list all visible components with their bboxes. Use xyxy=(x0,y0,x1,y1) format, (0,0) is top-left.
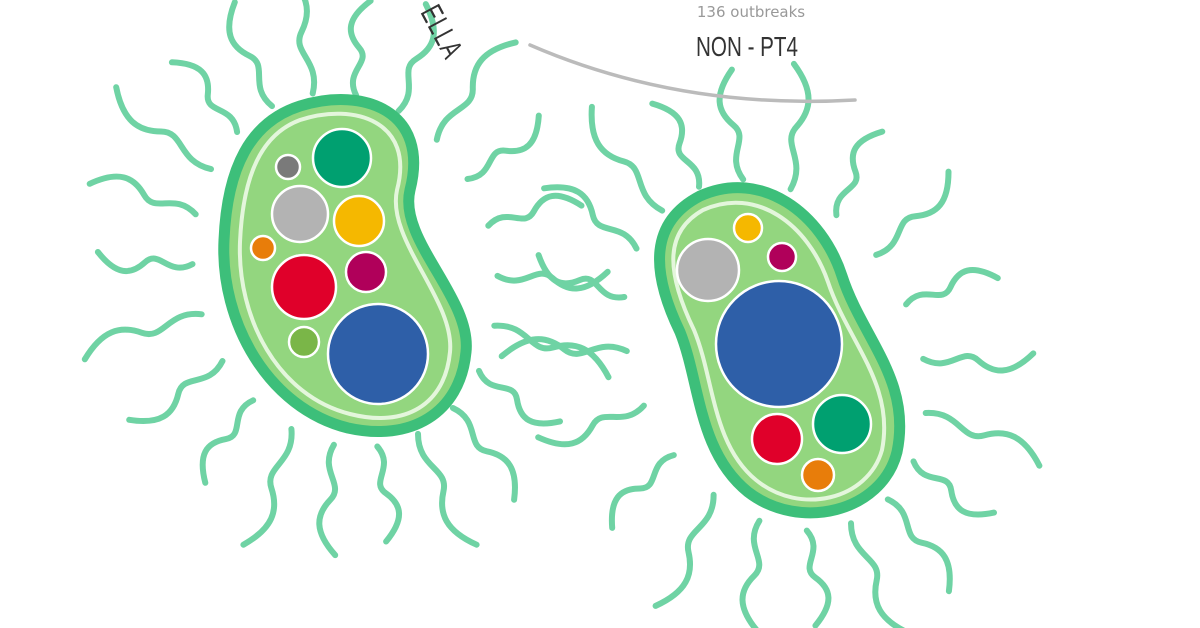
orange-circle xyxy=(249,234,277,262)
flagellum xyxy=(922,409,1043,469)
flagellum xyxy=(739,517,763,628)
flagellum xyxy=(541,184,640,252)
flagellum xyxy=(903,267,1001,308)
magenta-circle xyxy=(344,250,388,294)
flagella xyxy=(81,0,1043,628)
flagellum xyxy=(316,441,339,559)
flagellum xyxy=(485,192,585,229)
outbreak-arc xyxy=(528,43,857,104)
flagellum xyxy=(168,59,241,135)
outbreak-count: 136 outbreaks xyxy=(697,3,805,21)
flagellum xyxy=(787,60,812,193)
blue-circle xyxy=(326,302,430,406)
olive-circle xyxy=(287,325,321,359)
flagellum xyxy=(884,496,953,595)
flagellum xyxy=(608,452,677,531)
flagellum xyxy=(347,0,374,99)
blue-circle xyxy=(714,279,844,409)
flagellum xyxy=(94,249,196,274)
flagellum xyxy=(86,173,199,218)
flagellum xyxy=(415,430,480,548)
flagellum xyxy=(652,491,717,609)
yellow-circle xyxy=(732,212,764,244)
flagellum xyxy=(649,100,703,190)
flagellum xyxy=(920,350,1037,374)
flagellum xyxy=(433,39,519,143)
flagellum xyxy=(476,367,563,427)
category-label: NON - PT4 xyxy=(696,31,798,62)
flagellum xyxy=(833,128,886,219)
green-circle xyxy=(311,127,373,189)
flagellum xyxy=(491,322,612,381)
flagellum xyxy=(873,168,952,258)
flagellum xyxy=(395,1,437,114)
red-circle xyxy=(270,253,338,321)
flagellum xyxy=(113,84,214,173)
light-gray-circle xyxy=(270,184,330,244)
left-membrane-highlight xyxy=(237,111,453,420)
flagellum xyxy=(449,405,518,503)
green-circle xyxy=(811,393,873,455)
flagellum xyxy=(535,402,647,448)
flagellum xyxy=(535,252,628,301)
flagellum xyxy=(199,397,257,486)
flagellum xyxy=(226,0,275,110)
flagellum xyxy=(910,458,997,518)
right-membrane-highlight xyxy=(671,200,887,502)
dark-gray-circle xyxy=(274,153,302,181)
yellow-circle xyxy=(332,194,386,248)
orange-circle xyxy=(800,457,836,493)
flagellum xyxy=(296,0,318,97)
flagellum xyxy=(464,112,542,182)
flagellum xyxy=(81,311,205,363)
flagellum xyxy=(498,336,630,360)
light-gray-circle xyxy=(675,237,741,303)
magenta-circle xyxy=(766,241,798,273)
right-bacterium xyxy=(654,182,906,519)
flagellum xyxy=(716,66,747,183)
flagellum xyxy=(240,426,295,548)
flagellum xyxy=(126,358,226,424)
flagellum xyxy=(374,443,403,545)
left-bacterium xyxy=(218,94,472,437)
red-circle xyxy=(750,412,804,466)
flagellum xyxy=(803,527,832,628)
flagellum xyxy=(588,103,666,214)
flagellum xyxy=(848,520,906,628)
